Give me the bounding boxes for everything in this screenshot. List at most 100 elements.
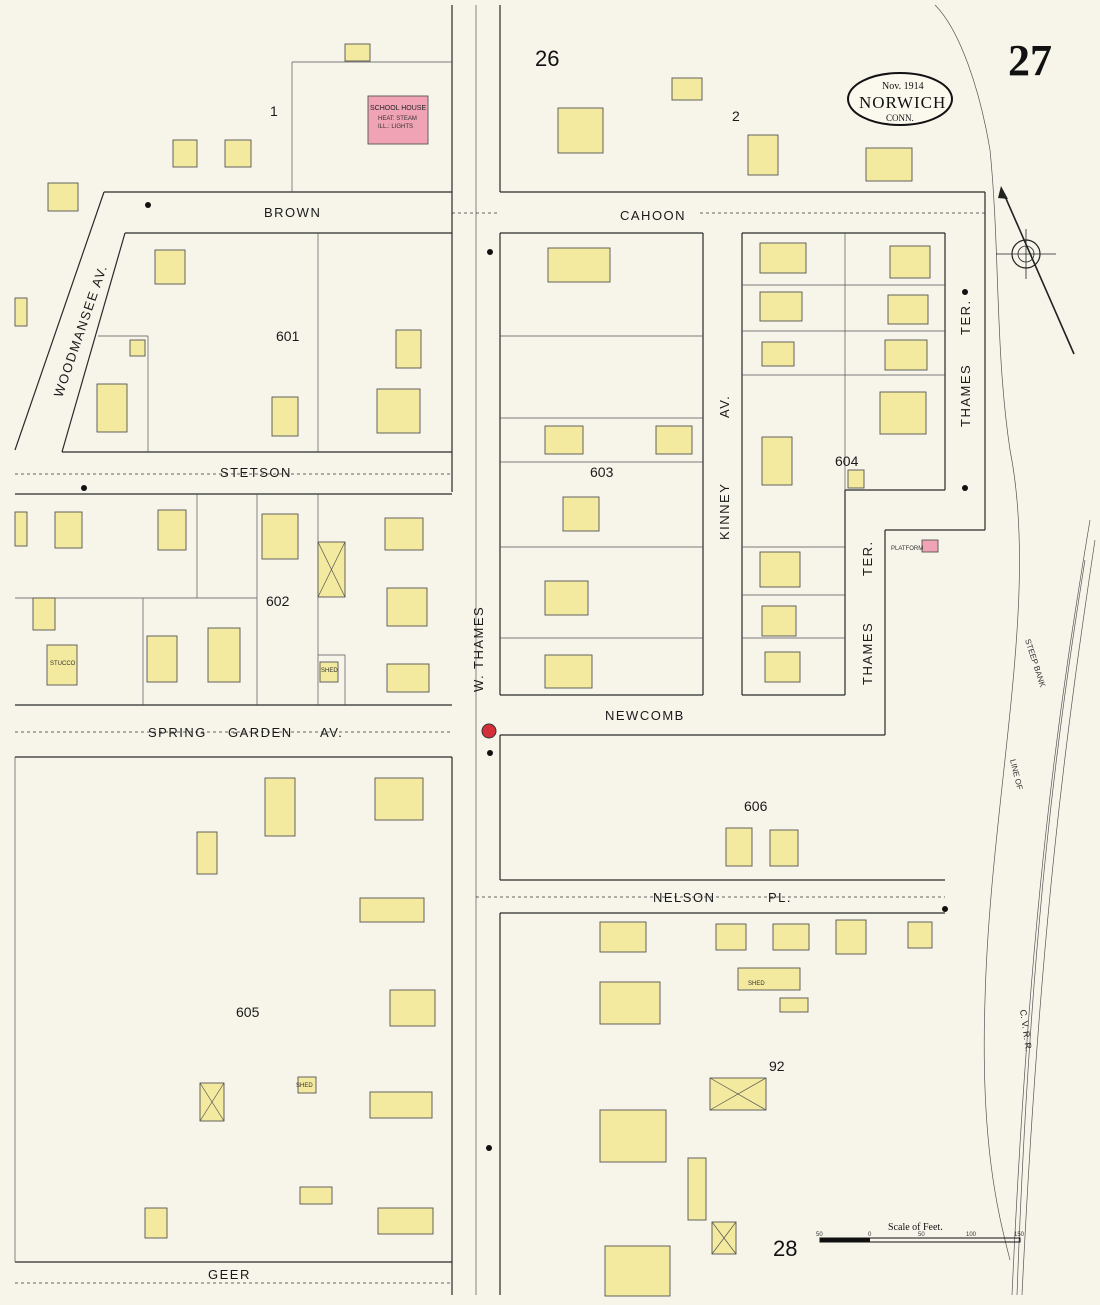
street-thames-ter-upper-b: TER.: [958, 299, 973, 335]
dwelling: [604, 1245, 671, 1297]
dwelling: [544, 654, 593, 689]
street-kinney-av: AV.: [717, 395, 732, 418]
street-thames-ter-lower-b: TER.: [860, 540, 875, 576]
dwelling: [261, 513, 299, 560]
block-601: 601: [276, 328, 300, 344]
school-house-lights: ILL.: LIGHTS: [378, 124, 413, 130]
dwelling: [759, 242, 807, 274]
dwelling: [47, 182, 79, 212]
street-woodmansee: WOODMANSEE AV.: [51, 262, 111, 399]
block-1: 1: [270, 103, 278, 119]
dwelling: [835, 919, 867, 955]
dwelling: [146, 635, 178, 683]
street-garden: GARDEN: [228, 725, 293, 740]
state-name: CONN.: [886, 113, 914, 123]
dwelling: [172, 139, 198, 168]
dwelling: [207, 627, 241, 683]
dwelling: [386, 587, 428, 627]
stucco-label: STUCCO: [50, 661, 76, 667]
dwelling: [154, 249, 186, 285]
adjacent-sheet-top: 26: [535, 46, 559, 71]
dwelling: [144, 1207, 168, 1239]
dwelling: [557, 107, 604, 154]
dwelling: [374, 777, 424, 821]
dwelling: [725, 827, 753, 867]
street-lines: [14, 5, 986, 1295]
block-numbers: 1 2 92 601 602 603 604 605 606: [236, 103, 859, 1074]
scale-title: Scale of Feet.: [888, 1222, 943, 1233]
dwelling: [779, 997, 809, 1013]
dwelling: [14, 511, 28, 547]
scale-tick: 50: [816, 1232, 823, 1238]
dwelling: [271, 396, 299, 437]
dwelling: [884, 339, 928, 371]
dwelling: [14, 297, 28, 327]
hydrant-dot: [81, 485, 87, 491]
dwelling: [395, 329, 422, 369]
dwelling: [772, 923, 810, 951]
dwelling: [599, 981, 661, 1025]
school-house: [367, 95, 429, 145]
hydrant-dot: [962, 289, 968, 295]
dwelling: [879, 391, 927, 435]
dwelling: [46, 644, 78, 686]
street-cahoon: CAHOON: [620, 208, 686, 223]
street-nelson-pl: PL.: [768, 890, 792, 905]
dwelling: [547, 247, 611, 283]
block-606: 606: [744, 798, 768, 814]
hydrant-dot: [487, 750, 493, 756]
dwelling: [544, 580, 589, 616]
dwelling: [865, 147, 913, 182]
shed-label-3: SHED: [321, 668, 338, 674]
hydrant-dot: [942, 906, 948, 912]
railroad: STEEP BANK LINE OF C. V. R. R.: [934, 4, 1096, 1296]
dwelling: [32, 597, 56, 631]
sheet-number: 27: [1008, 36, 1052, 85]
platform-label: PLATFORM: [891, 546, 923, 552]
dwelling: [761, 436, 793, 486]
dwelling: [562, 496, 600, 532]
street-thames-ter-upper: THAMES: [958, 364, 973, 427]
fire-hydrant-icon: [481, 723, 497, 739]
dwelling: [299, 1186, 333, 1205]
block-92: 92: [769, 1058, 785, 1074]
adjacent-sheet-bottom: 28: [773, 1236, 797, 1261]
dwelling: [359, 897, 425, 923]
dwelling: [769, 829, 799, 867]
street-names: BROWN CAHOON STETSON SPRING GARDEN AV. N…: [51, 205, 973, 1282]
dwelling: [599, 921, 647, 953]
line-of-label: LINE OF: [1008, 758, 1024, 790]
map-date: Nov. 1914: [882, 81, 924, 92]
dwelling: [655, 425, 693, 455]
dwelling: [847, 469, 865, 489]
dwelling: [599, 1109, 667, 1163]
block-605: 605: [236, 1004, 260, 1020]
scale-tick: 150: [1014, 1232, 1025, 1238]
city-name: NORWICH: [859, 93, 946, 112]
compass-rose-icon: [996, 186, 1075, 355]
street-newcomb: NEWCOMB: [605, 708, 685, 723]
dwelling: [737, 967, 801, 991]
scale-tick: 100: [966, 1232, 977, 1238]
dwelling: [196, 831, 218, 875]
map-header: 27 Nov. 1914 NORWICH CONN. 26 28: [535, 36, 1052, 1261]
dwelling: [264, 777, 296, 837]
shed-label-1: SHED: [296, 1083, 313, 1089]
scale-tick: 0: [868, 1232, 872, 1238]
dwelling: [759, 291, 803, 322]
dwelling: [377, 1207, 434, 1235]
dwelling: [369, 1091, 433, 1119]
dwelling: [887, 294, 929, 325]
block-603: 603: [590, 464, 614, 480]
street-thames-ter-lower: THAMES: [860, 622, 875, 685]
dwelling: [54, 511, 83, 549]
dwelling: [671, 77, 703, 101]
dwelling: [389, 989, 436, 1027]
dwelling: [889, 245, 931, 279]
school-house-label: SCHOOL HOUSE: [370, 105, 426, 112]
dwelling: [386, 663, 430, 693]
street-brown: BROWN: [264, 205, 321, 220]
block-2: 2: [732, 108, 740, 124]
dwelling: [384, 517, 424, 551]
